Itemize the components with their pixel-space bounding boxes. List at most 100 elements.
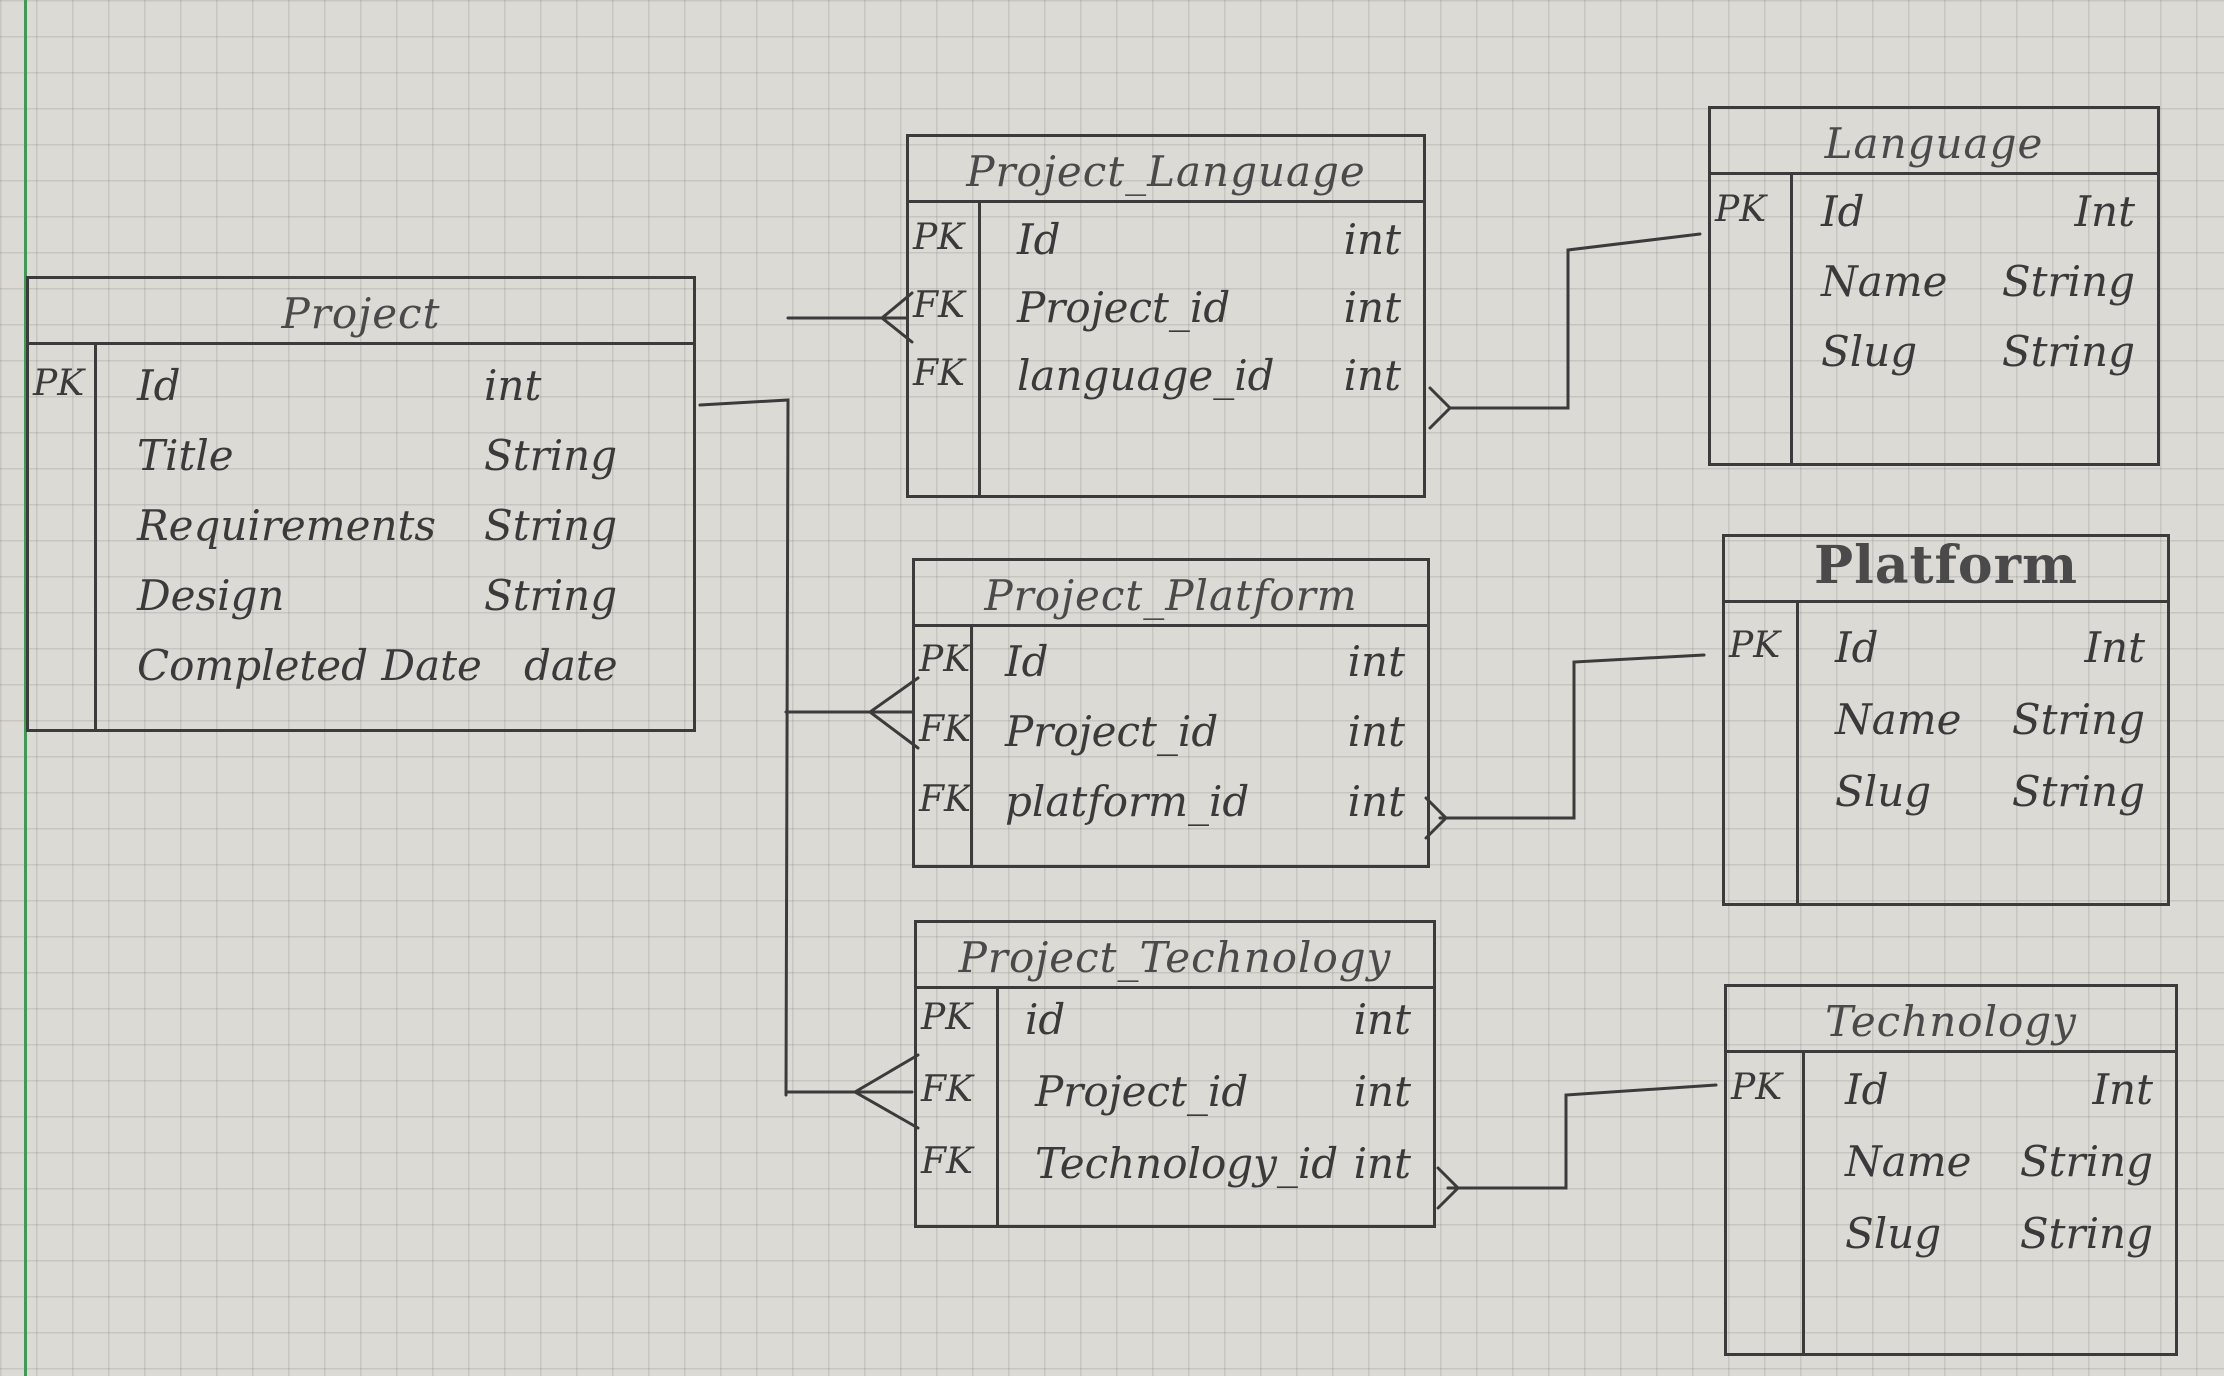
crowfoot-project-technology <box>852 1053 920 1130</box>
field-type: int <box>484 361 542 410</box>
key-column <box>1727 1053 1805 1353</box>
field-type: int <box>1343 351 1401 400</box>
field-row: Name String <box>1727 1131 2175 1201</box>
field-type: int <box>1353 1139 1411 1188</box>
field-row: Name String <box>1725 689 2167 759</box>
field-name: Name <box>1835 695 1962 744</box>
field-type: Int <box>2074 187 2135 236</box>
crowfoot-project-platform <box>867 676 920 750</box>
field-name: Title <box>137 431 234 480</box>
field-type: String <box>484 571 618 620</box>
field-row: Slug String <box>1725 761 2167 831</box>
field-name: Project_id <box>1005 707 1219 756</box>
field-row: FK Project_id int <box>909 277 1423 347</box>
field-row: Title String <box>29 425 693 495</box>
field-type: String <box>2011 695 2145 744</box>
field-row: FK Project_id int <box>917 1061 1433 1131</box>
field-type: int <box>1353 995 1411 1044</box>
key-column <box>29 345 97 729</box>
notebook-margin-line <box>24 0 27 1376</box>
field-key: FK <box>921 1069 973 1110</box>
entity-platform: Platform PK Id Int Name String Slug Stri… <box>1722 534 2170 906</box>
field-name: Completed Date <box>137 641 482 690</box>
entity-title: Project_Platform <box>915 561 1427 627</box>
field-key: PK <box>1715 189 1767 230</box>
entity-title: Language <box>1711 109 2157 175</box>
field-name: id <box>1025 995 1066 1044</box>
field-type: String <box>2001 327 2135 376</box>
rel-language <box>1448 232 1702 410</box>
entity-title: Project_Technology <box>917 923 1433 989</box>
field-name: platform_id <box>1005 777 1250 826</box>
field-type: Int <box>2092 1065 2153 1114</box>
field-type: int <box>1347 777 1405 826</box>
field-key: PK <box>913 217 965 258</box>
field-type: int <box>1343 215 1401 264</box>
field-name: language_id <box>1017 351 1275 400</box>
field-type: int <box>1347 637 1405 686</box>
field-type: String <box>2019 1209 2153 1258</box>
field-name: Slug <box>1845 1209 1942 1258</box>
field-name: Id <box>1835 623 1879 672</box>
entity-language: Language PK Id Int Name String Slug Stri… <box>1708 106 2160 466</box>
entity-title: Project <box>29 279 693 345</box>
key-column <box>917 989 999 1225</box>
field-type: int <box>1343 283 1401 332</box>
field-row: FK platform_id int <box>915 771 1427 841</box>
field-row: Slug String <box>1711 321 2157 391</box>
rel-project-trunk <box>698 398 790 1097</box>
field-name: Id <box>1845 1065 1889 1114</box>
entity-project-technology: Project_Technology PK id int FK Project_… <box>914 920 1436 1228</box>
field-key: PK <box>1731 1067 1783 1108</box>
key-column <box>909 203 981 495</box>
field-key: FK <box>921 1141 973 1182</box>
field-row: Requirements String <box>29 495 693 565</box>
field-row: FK Project_id int <box>915 701 1427 771</box>
field-type: String <box>2011 767 2145 816</box>
field-key: PK <box>1729 625 1781 666</box>
entity-project-platform: Project_Platform PK Id int FK Project_id… <box>912 558 1430 868</box>
field-row: FK Technology_id int <box>917 1133 1433 1203</box>
field-name: Slug <box>1835 767 1932 816</box>
field-name: Technology_id <box>1035 1139 1339 1188</box>
field-name: Id <box>137 361 181 410</box>
field-key: PK <box>33 363 85 404</box>
crowfoot-technology <box>1436 1166 1461 1210</box>
field-type: String <box>484 431 618 480</box>
field-row: Completed Date date <box>29 635 693 705</box>
field-type: Int <box>2084 623 2145 672</box>
field-row: PK Id Int <box>1725 617 2167 687</box>
field-type: int <box>1347 707 1405 756</box>
field-row: PK Id int <box>915 631 1427 701</box>
field-type: String <box>2019 1137 2153 1186</box>
entity-project: Project PK Id int Title String Requireme… <box>26 276 696 732</box>
field-type: String <box>484 501 618 550</box>
field-name: Project_id <box>1035 1067 1249 1116</box>
field-row: PK Id Int <box>1727 1059 2175 1129</box>
field-name: Design <box>137 571 285 620</box>
entity-title: Technology <box>1727 987 2175 1053</box>
entity-title: Platform <box>1725 535 2167 603</box>
field-name: Id <box>1005 637 1049 686</box>
field-name: Name <box>1845 1137 1972 1186</box>
crowfoot-platform <box>1424 796 1449 840</box>
field-name: Name <box>1821 257 1948 306</box>
field-name: Id <box>1821 187 1865 236</box>
field-key: PK <box>921 997 973 1038</box>
field-type: date <box>524 641 618 690</box>
field-row: Design String <box>29 565 693 635</box>
field-name: Project_id <box>1017 283 1231 332</box>
key-column <box>915 627 973 865</box>
rel-technology <box>1446 1083 1718 1190</box>
field-key: PK <box>919 639 971 680</box>
field-name: Requirements <box>137 501 436 550</box>
key-column <box>1711 175 1793 463</box>
field-row: PK Id int <box>29 355 693 425</box>
field-name: Slug <box>1821 327 1918 376</box>
field-row: PK Id int <box>909 209 1423 279</box>
crowfoot-project-language <box>879 291 914 344</box>
field-key: FK <box>913 353 965 394</box>
field-type: String <box>2001 257 2135 306</box>
field-key: FK <box>919 779 971 820</box>
